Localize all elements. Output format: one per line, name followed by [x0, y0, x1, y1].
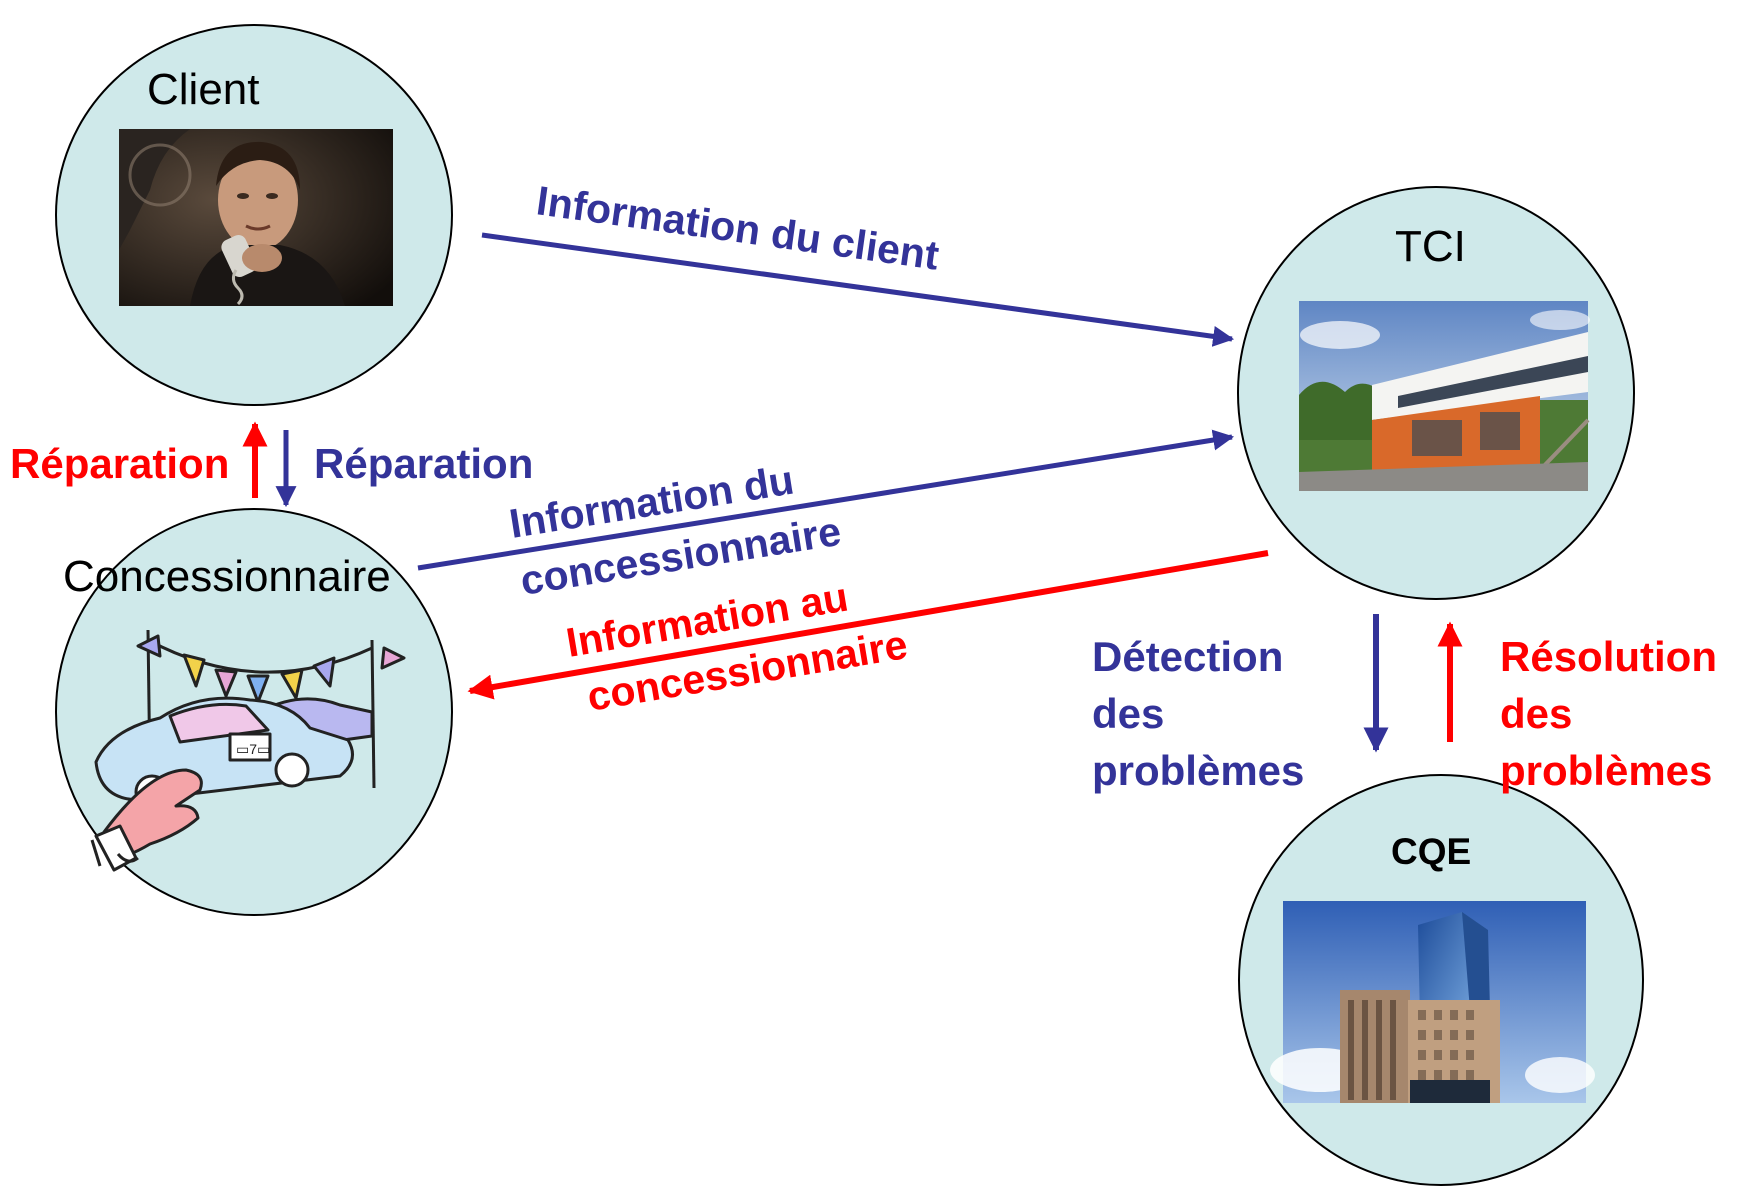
- detection-label-line3: problèmes: [1092, 747, 1304, 794]
- reparation-blue-label: Réparation: [314, 440, 533, 487]
- arrow-client-to-tci: [481, 232, 1235, 347]
- resolution-label-line3: problèmes: [1500, 747, 1712, 794]
- svg-text:▭7▭: ▭7▭: [236, 741, 270, 757]
- client-label: Client: [147, 65, 260, 114]
- tci-label: TCI: [1395, 222, 1466, 271]
- detection-label-line2: des: [1092, 690, 1164, 737]
- office-tower-photo: [1270, 901, 1595, 1103]
- resolution-label-line1: Résolution: [1500, 633, 1717, 680]
- reparation-red-label: Réparation: [10, 440, 229, 487]
- client-to-tci-label: Information du client: [534, 177, 942, 278]
- cqe-label: CQE: [1391, 831, 1471, 872]
- arrow-dealer-to-tci: [417, 429, 1235, 571]
- modern-building-photo: [1299, 301, 1590, 491]
- resolution-label-line2: des: [1500, 690, 1572, 737]
- man-on-phone-photo: [119, 129, 393, 306]
- concessionnaire-label: Concessionnaire: [63, 552, 391, 601]
- arrow-tci-to-dealer: [467, 550, 1269, 700]
- detection-label-line1: Détection: [1092, 633, 1283, 680]
- car-dealership-clipart: ▭7▭: [90, 629, 406, 872]
